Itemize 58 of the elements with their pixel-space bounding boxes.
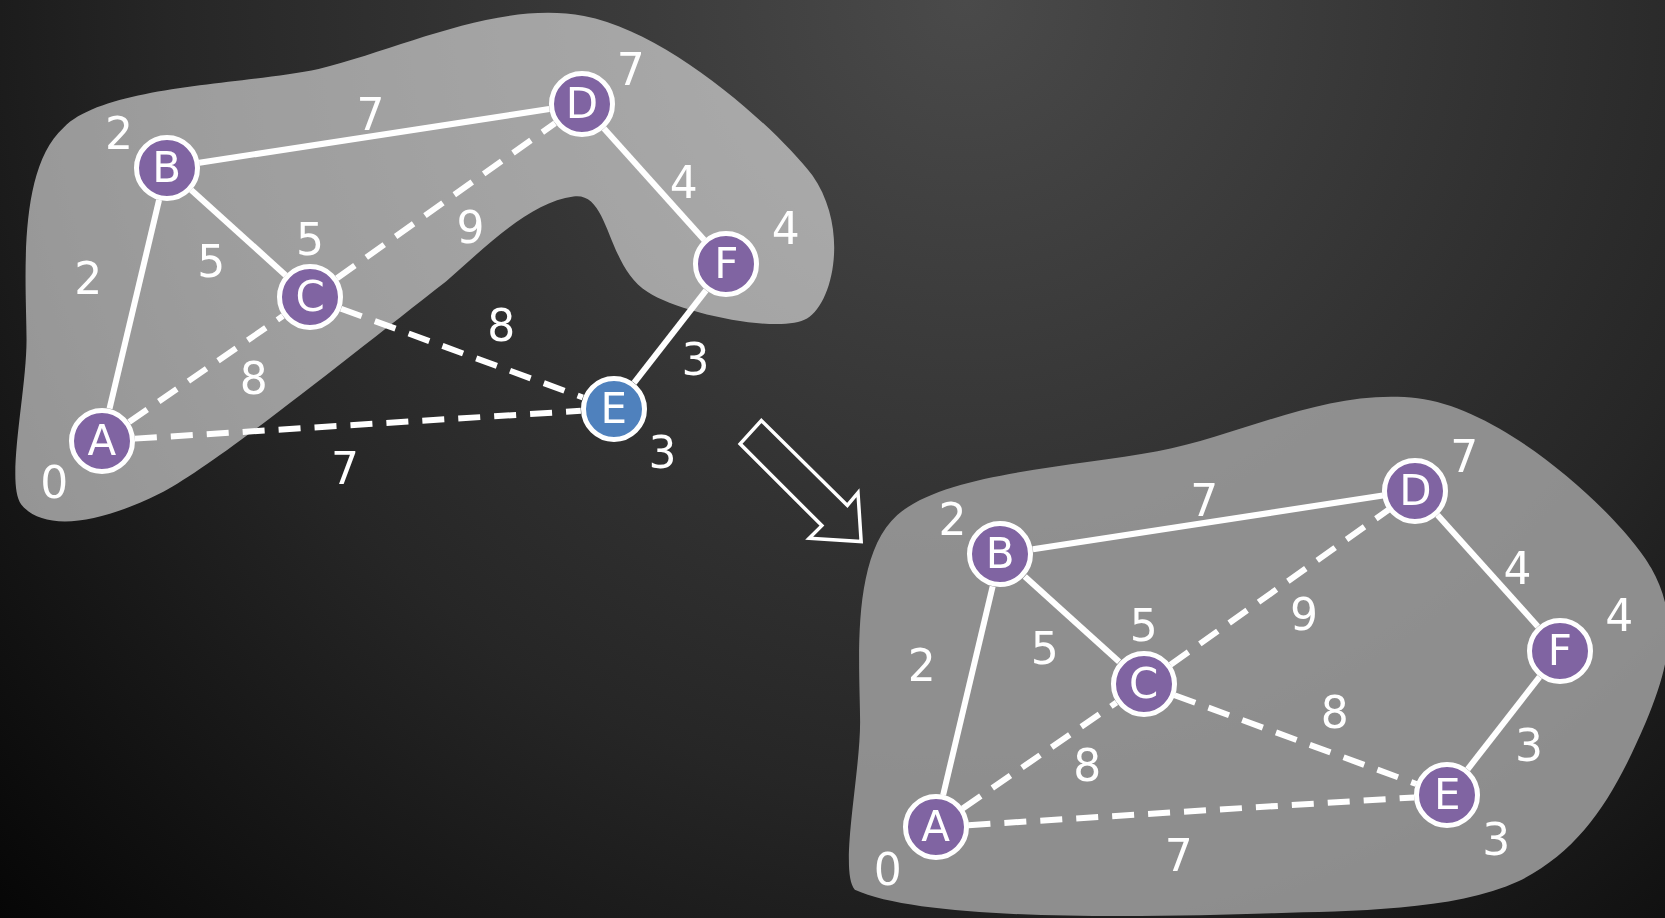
distance-value: 5 — [1129, 604, 1158, 649]
distance-value: 2 — [938, 498, 967, 543]
distance-value: 4 — [771, 207, 800, 252]
edge-line — [1435, 513, 1541, 629]
edge-line — [1465, 675, 1542, 772]
dashed-edge — [960, 700, 1119, 811]
edge-line — [189, 187, 288, 278]
edge-weight: 7 — [1190, 479, 1219, 524]
distance-value: 0 — [873, 847, 902, 892]
vertex-letter: D — [1399, 469, 1432, 512]
edge-weight: 7 — [1164, 833, 1193, 878]
vertex-letter: C — [1128, 662, 1159, 705]
edge-weight: 2 — [907, 643, 936, 688]
vertex-letter: E — [1434, 774, 1461, 817]
edge-weight: 4 — [1503, 547, 1532, 592]
distance-value: 3 — [1482, 817, 1511, 862]
distance-value: 7 — [616, 48, 645, 93]
edge-weight: 2 — [74, 257, 103, 302]
vertex-letter: F — [714, 243, 739, 286]
edge-line — [198, 106, 550, 166]
vertex-letter: D — [565, 83, 599, 126]
edge-line — [940, 585, 996, 796]
dashed-edge — [1168, 507, 1391, 668]
edge-weight: 5 — [197, 240, 226, 285]
distance-value: 2 — [104, 111, 133, 156]
dashed-edge — [134, 407, 581, 442]
edge-weight: 8 — [487, 304, 516, 348]
edge-weight: 3 — [681, 337, 710, 382]
edge-line — [601, 126, 707, 242]
edge-line — [631, 288, 709, 385]
edge-line — [106, 199, 162, 410]
edge-weight: 8 — [1073, 743, 1102, 788]
edge-weight: 9 — [456, 206, 485, 251]
edge-weight: 8 — [1320, 690, 1349, 735]
distance-value: 0 — [40, 461, 69, 506]
distance-value: 4 — [1605, 593, 1634, 638]
edge-weight: 8 — [239, 357, 268, 402]
dashed-edge — [127, 313, 285, 425]
dashed-edge — [335, 120, 557, 281]
edge-weight: 7 — [356, 92, 385, 137]
vertex-letter: F — [1547, 629, 1572, 672]
vertex-letter: B — [152, 146, 182, 189]
edge-line — [1032, 492, 1384, 553]
edge-line — [1022, 574, 1122, 664]
distance-value: 7 — [1450, 434, 1479, 479]
vertex-letter: A — [921, 806, 950, 849]
edge-weight: 4 — [669, 160, 698, 205]
vertex-letter: C — [295, 276, 325, 319]
vertex-letter: B — [985, 533, 1015, 576]
vertex-letter: A — [87, 419, 117, 462]
edge-weight: 3 — [1515, 724, 1544, 769]
distance-value: 5 — [296, 217, 325, 262]
vertex-letter: E — [600, 387, 627, 430]
edge-weight: 9 — [1289, 592, 1318, 637]
dashed-edge — [968, 794, 1415, 829]
edge-weight: 7 — [331, 447, 360, 492]
edge-weight: 5 — [1030, 626, 1059, 671]
distance-value: 3 — [648, 431, 677, 476]
